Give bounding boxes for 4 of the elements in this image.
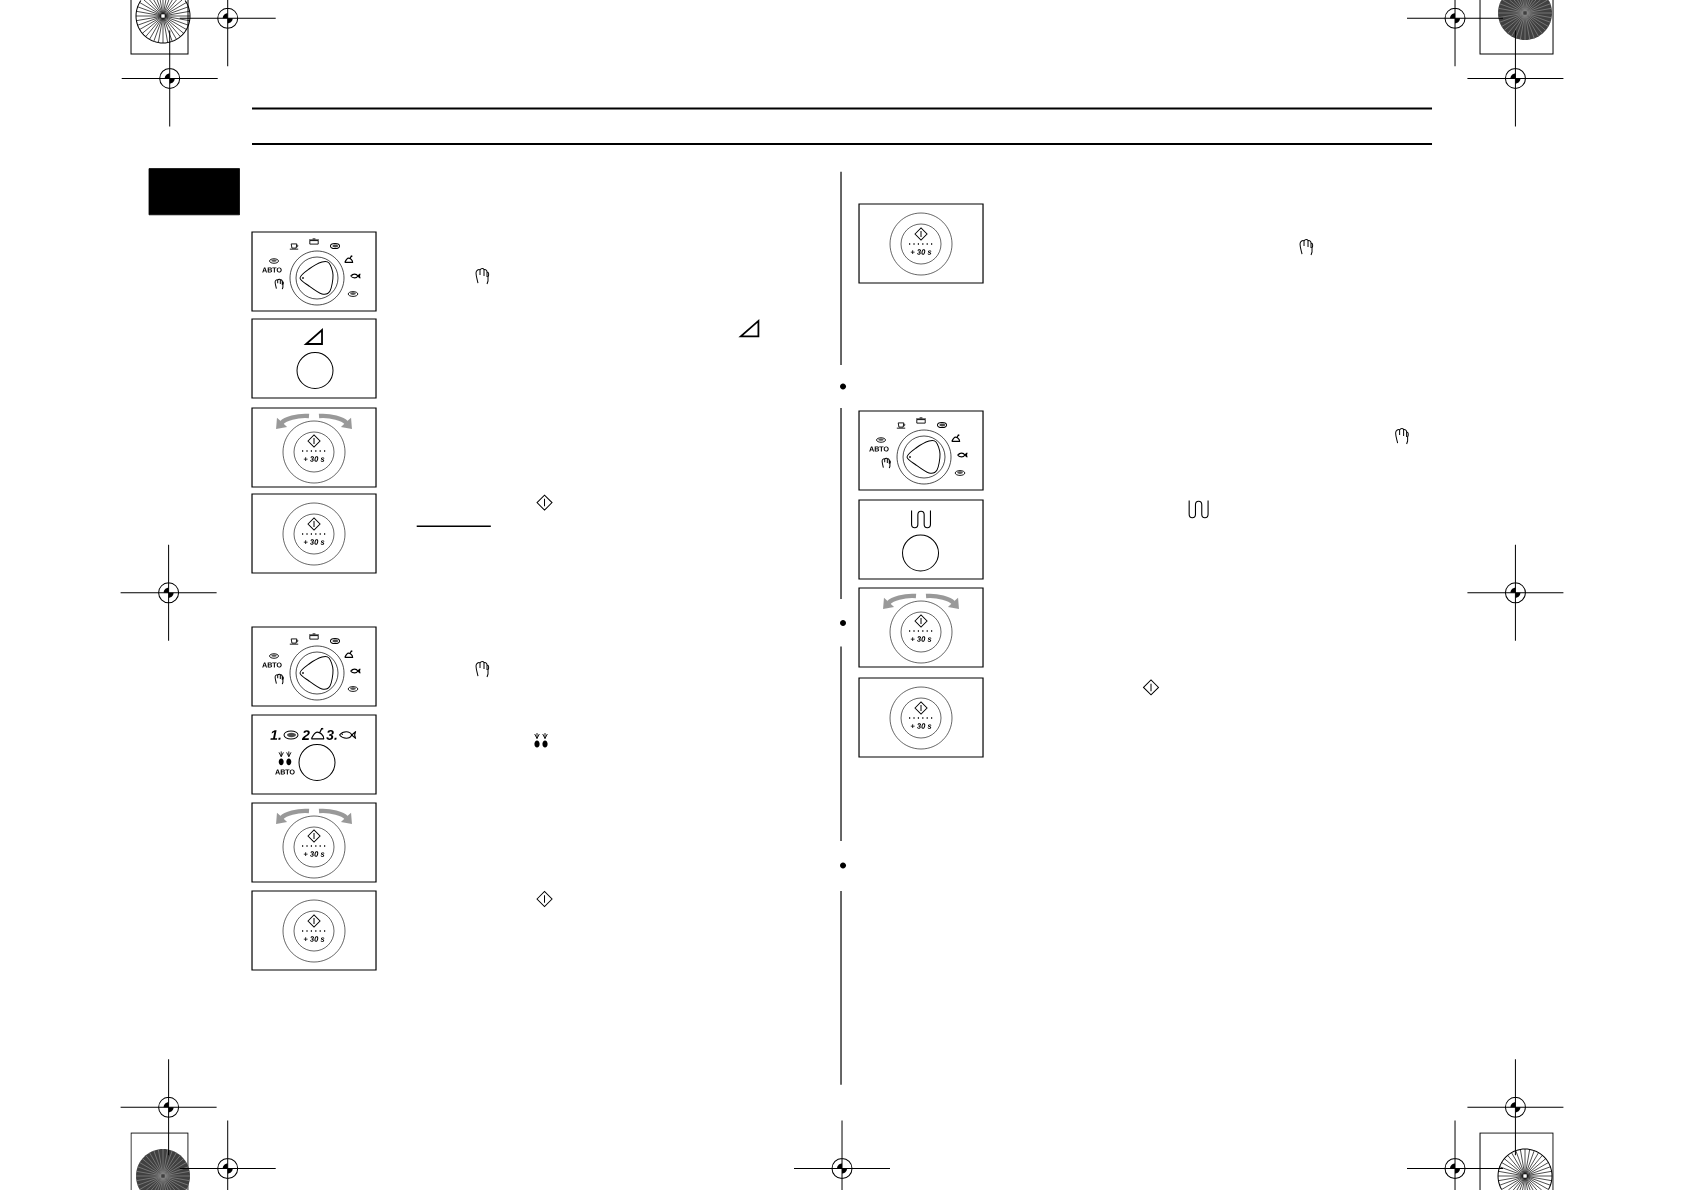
step-number: 2 xyxy=(301,730,310,740)
step-number: 3. xyxy=(326,730,337,740)
step-number: 1. xyxy=(270,730,281,740)
section-tab xyxy=(148,168,240,216)
